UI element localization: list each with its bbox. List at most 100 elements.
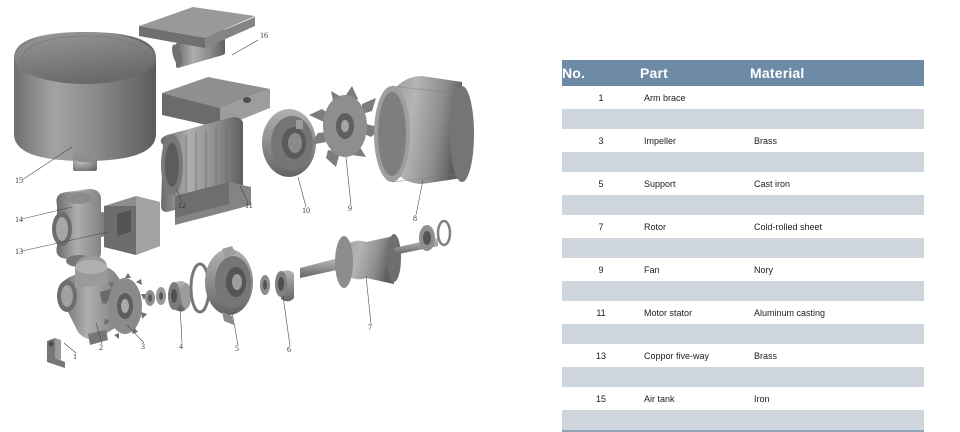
spacer-cell bbox=[562, 109, 640, 129]
spacer-cell bbox=[750, 324, 924, 344]
cell-no: 1 bbox=[562, 86, 640, 109]
parts-table-body: 1 Arm brace 3 Impeller Brass bbox=[562, 86, 924, 432]
callout-4: 4 bbox=[179, 342, 183, 351]
table-spacer-row bbox=[562, 109, 924, 129]
parts-table-container: No. Part Material 1 Arm brace 3 bbox=[562, 60, 924, 432]
cell-part: Rotor bbox=[640, 215, 750, 238]
part-pressure-switch bbox=[104, 196, 160, 255]
parts-table-head: No. Part Material bbox=[562, 60, 924, 86]
exploded-diagram: 15 14 13 1 2 3 4 5 6 7 8 9 10 11 12 16 bbox=[14, 7, 474, 368]
spacer-cell bbox=[640, 367, 750, 387]
header-no: No. bbox=[562, 60, 640, 86]
cell-material: Cold-rolled sheet bbox=[750, 215, 924, 238]
part-impeller bbox=[101, 273, 147, 339]
part-copper-five-way bbox=[52, 189, 115, 267]
table-spacer-row bbox=[562, 238, 924, 258]
spacer-cell bbox=[640, 195, 750, 215]
part-motor-stator bbox=[160, 117, 251, 225]
table-spacer-row bbox=[562, 152, 924, 172]
callout-6: 6 bbox=[287, 345, 291, 354]
part-end-bracket bbox=[262, 109, 316, 177]
spacer-cell bbox=[640, 152, 750, 172]
spacer-cell bbox=[562, 195, 640, 215]
spacer-cell bbox=[750, 367, 924, 387]
cell-no: 3 bbox=[562, 129, 640, 152]
part-fan bbox=[309, 86, 382, 167]
cell-material: Nory bbox=[750, 258, 924, 281]
cell-no: 13 bbox=[562, 344, 640, 367]
part-washer-set bbox=[145, 287, 166, 306]
spacer-cell bbox=[750, 281, 924, 301]
spacer-cell bbox=[750, 410, 924, 432]
spacer-cell bbox=[750, 195, 924, 215]
part-support bbox=[205, 246, 253, 325]
cell-no: 5 bbox=[562, 172, 640, 195]
callout-15: 15 bbox=[15, 176, 23, 185]
spacer-cell bbox=[562, 152, 640, 172]
spacer-cell bbox=[640, 109, 750, 129]
callout-5: 5 bbox=[235, 344, 239, 353]
cell-material: Cast iron bbox=[750, 172, 924, 195]
table-spacer-row bbox=[562, 195, 924, 215]
spacer-cell bbox=[750, 109, 924, 129]
table-row: 15 Air tank Iron bbox=[562, 387, 924, 410]
callout-1: 1 bbox=[73, 352, 77, 361]
callout-7: 7 bbox=[368, 323, 372, 332]
table-row: 7 Rotor Cold-rolled sheet bbox=[562, 215, 924, 238]
header-row: No. Part Material bbox=[562, 60, 924, 86]
table-spacer-row bbox=[562, 281, 924, 301]
spacer-cell bbox=[562, 324, 640, 344]
cell-material: Aluminum casting bbox=[750, 301, 924, 324]
cell-material: Iron bbox=[750, 387, 924, 410]
cell-no: 7 bbox=[562, 215, 640, 238]
callout-10: 10 bbox=[302, 206, 310, 215]
diagram-canvas: 15 14 13 1 2 3 4 5 6 7 8 9 10 11 12 16 bbox=[14, 7, 474, 368]
spacer-cell bbox=[750, 238, 924, 258]
header-part: Part bbox=[640, 60, 750, 86]
table-spacer-row bbox=[562, 324, 924, 344]
cell-no: 15 bbox=[562, 387, 640, 410]
spacer-cell bbox=[640, 281, 750, 301]
cell-part: Impeller bbox=[640, 129, 750, 152]
cell-part: Arm brace bbox=[640, 86, 750, 109]
spacer-cell bbox=[562, 367, 640, 387]
part-terminal-cover bbox=[139, 7, 255, 48]
cell-part: Air tank bbox=[640, 387, 750, 410]
parts-table: No. Part Material 1 Arm brace 3 bbox=[562, 60, 924, 432]
callout-14: 14 bbox=[15, 215, 23, 224]
part-arm-brace bbox=[47, 338, 65, 368]
callout-11: 11 bbox=[245, 201, 253, 210]
spacer-cell bbox=[562, 410, 640, 432]
spacer-cell bbox=[750, 152, 924, 172]
callout-12: 12 bbox=[178, 201, 186, 210]
table-row: 5 Support Cast iron bbox=[562, 172, 924, 195]
part-fan-cover bbox=[374, 76, 474, 184]
spacer-cell bbox=[640, 410, 750, 432]
table-row: 13 Coppor five-way Brass bbox=[562, 344, 924, 367]
spacer-cell bbox=[562, 238, 640, 258]
part-air-tank bbox=[14, 32, 156, 171]
callout-9: 9 bbox=[348, 204, 352, 213]
header-material: Material bbox=[750, 60, 924, 86]
table-row: 9 Fan Nory bbox=[562, 258, 924, 281]
part-shaft-end-bearing bbox=[419, 219, 452, 251]
callout-2: 2 bbox=[99, 343, 103, 352]
cell-no: 11 bbox=[562, 301, 640, 324]
callout-3: 3 bbox=[141, 342, 145, 351]
cell-part: Motor stator bbox=[640, 301, 750, 324]
spacer-cell bbox=[562, 281, 640, 301]
table-spacer-row bbox=[562, 410, 924, 432]
table-row: 1 Arm brace bbox=[562, 86, 924, 109]
callout-16: 16 bbox=[260, 31, 268, 40]
callout-8: 8 bbox=[413, 214, 417, 223]
part-bearing-front bbox=[168, 281, 191, 312]
table-spacer-row bbox=[562, 367, 924, 387]
cell-material: Brass bbox=[750, 344, 924, 367]
table-row: 3 Impeller Brass bbox=[562, 129, 924, 152]
cell-material bbox=[750, 86, 924, 109]
part-bearing-rear bbox=[260, 270, 294, 302]
part-terminal-box bbox=[162, 77, 270, 128]
cell-part: Support bbox=[640, 172, 750, 195]
spacer-cell bbox=[640, 238, 750, 258]
cell-part: Coppor five-way bbox=[640, 344, 750, 367]
